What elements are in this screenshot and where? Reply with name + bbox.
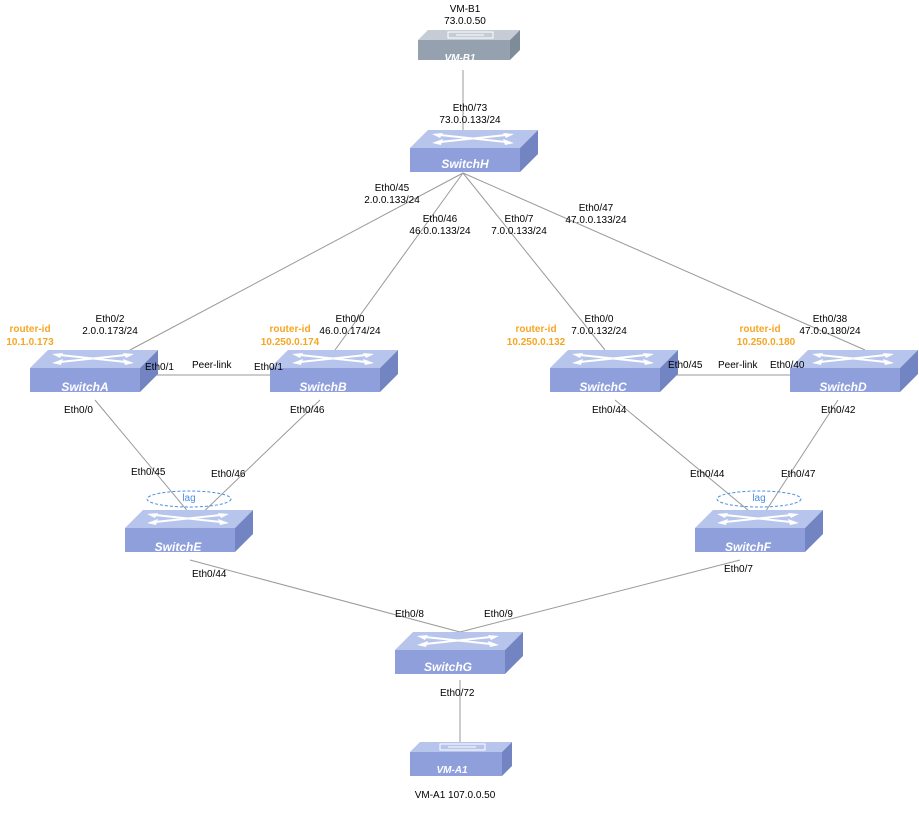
- switchc-port-eth0-45: Eth0/45: [668, 360, 703, 371]
- switchh-ip-eth0-47: 47.0.0.133/24: [565, 215, 627, 226]
- switcha-ip-eth0-2: 2.0.0.173/24: [82, 326, 138, 337]
- switche-port-eth0-45: Eth0/45: [131, 467, 166, 478]
- switche-lag-label: lag: [182, 493, 196, 504]
- switchh-ip-eth0-45: 2.0.0.133/24: [364, 195, 420, 206]
- switche-port-eth0-46: Eth0/46: [211, 469, 246, 480]
- vm-a1-server-icon[interactable]: [410, 742, 512, 776]
- link-switchh-switchd: [462, 172, 866, 351]
- switchc-router-id: 10.250.0.132: [506, 337, 566, 348]
- switchh-port-eth0-7: Eth0/7: [504, 214, 534, 225]
- switche-port-eth0-44: Eth0/44: [192, 569, 227, 580]
- vm-a1-badge: VM-A1: [436, 765, 468, 776]
- switchc-port-eth0-0: Eth0/0: [584, 314, 614, 325]
- switcha-port-eth0-1: Eth0/1: [145, 362, 174, 373]
- switchh-name: SwitchH: [441, 157, 489, 171]
- switchd-name: SwitchD: [819, 380, 867, 394]
- switchd-port-eth0-40: Eth0/40: [770, 360, 805, 371]
- switchb-name: SwitchB: [299, 380, 347, 394]
- switchc-router-id-label: router-id: [515, 324, 557, 335]
- switcha-name: SwitchA: [61, 380, 109, 394]
- link-switchh-switcha: [129, 172, 464, 351]
- switchb-router-id-label: router-id: [269, 324, 311, 335]
- vm-b1-server-icon[interactable]: [418, 30, 520, 60]
- switchf-port-eth0-44: Eth0/44: [690, 469, 725, 480]
- links: [94, 70, 866, 742]
- switchf-lag-label: lag: [752, 493, 766, 504]
- switchh-ip-eth0-73: 73.0.0.133/24: [439, 115, 501, 126]
- switcha-port-eth0-0: Eth0/0: [64, 405, 93, 416]
- switchd-router-id-label: router-id: [739, 324, 781, 335]
- link-switche-switchg: [189, 559, 461, 633]
- switchf-port-eth0-47: Eth0/47: [781, 469, 816, 480]
- link-switcha-switche: [94, 399, 196, 521]
- vm-b1-title: VM-B1: [449, 4, 481, 15]
- switchc-ip-eth0-0: 7.0.0.132/24: [571, 326, 627, 337]
- switche-name: SwitchE: [154, 540, 202, 554]
- switchg-port-eth0-8: Eth0/8: [395, 609, 424, 620]
- switchf-port-eth0-7: Eth0/7: [724, 564, 753, 575]
- switchd-port-eth0-38: Eth0/38: [812, 314, 848, 325]
- switchg-name: SwitchG: [423, 660, 473, 674]
- switcha-router-id: 10.1.0.173: [6, 337, 54, 348]
- vm-a1-caption: VM-A1 107.0.0.50: [414, 790, 496, 801]
- lag-ellipse-switchf: [716, 490, 802, 508]
- switchh-ip-eth0-46: 46.0.0.133/24: [409, 226, 471, 237]
- switchb-router-id: 10.250.0.174: [260, 337, 320, 348]
- switcha-port-eth0-2: Eth0/2: [95, 314, 125, 325]
- peer-link-c-d-label: Peer-link: [718, 360, 758, 371]
- vm-b1-badge: VM-B1: [444, 53, 476, 64]
- switchh-port-eth0-46: Eth0/46: [422, 214, 458, 225]
- link-switchd-switchf: [759, 399, 839, 521]
- switcha-router-id-label: router-id: [9, 324, 51, 335]
- link-switchh-switchc: [462, 172, 606, 351]
- link-switchh-switchb: [334, 172, 464, 351]
- switchc-port-eth0-44: Eth0/44: [592, 405, 627, 416]
- link-switchc-switchf: [614, 399, 761, 521]
- switchh-port-eth0-45: Eth0/45: [374, 183, 410, 194]
- switchd-router-id: 10.250.0.180: [736, 337, 796, 348]
- switchd-ip-eth0-38: 47.0.0.180/24: [799, 326, 861, 337]
- switchf-name: SwitchF: [724, 540, 772, 554]
- switchh-ip-eth0-7: 7.0.0.133/24: [491, 226, 547, 237]
- switchg-port-eth0-9: Eth0/9: [484, 609, 513, 620]
- vm-b1-ip: 73.0.0.50: [444, 16, 486, 27]
- switchc-name: SwitchC: [579, 380, 627, 394]
- switchh-port-eth0-47: Eth0/47: [578, 203, 614, 214]
- switchg-port-eth0-72: Eth0/72: [440, 688, 475, 699]
- lag-ellipse-switche: [146, 490, 232, 508]
- peer-link-a-b-label: Peer-link: [192, 360, 232, 371]
- switchb-ip-eth0-0: 46.0.0.174/24: [319, 326, 381, 337]
- switchb-port-eth0-46: Eth0/46: [290, 405, 325, 416]
- switchh-port-eth0-73: Eth0/73: [452, 103, 488, 114]
- switchb-port-eth0-1: Eth0/1: [254, 362, 283, 373]
- link-switchb-switche: [194, 399, 321, 521]
- switchb-port-eth0-0: Eth0/0: [335, 314, 365, 325]
- switchd-port-eth0-42: Eth0/42: [821, 405, 856, 416]
- link-switchf-switchg: [459, 559, 741, 633]
